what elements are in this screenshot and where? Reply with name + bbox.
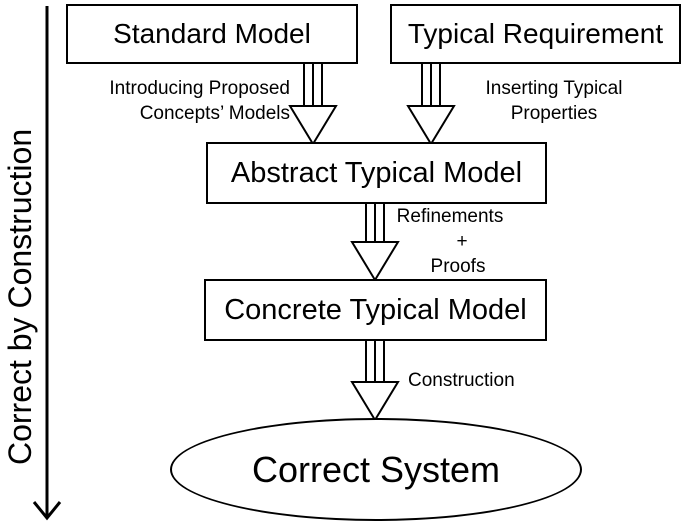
- typical-requirement-label: Typical Requirement: [407, 18, 664, 49]
- typical-requirement-box: Typical Requirement: [390, 4, 681, 64]
- refinements-line-3: Proofs: [430, 256, 486, 277]
- construction-label: Construction: [408, 370, 515, 391]
- inserting-line-2: Properties: [510, 103, 598, 124]
- arrow-requirement-to-abstract: [406, 61, 456, 146]
- introducing-line-2: Concepts’ Models: [139, 103, 290, 124]
- refinements-label: Refinements + Proofs: [388, 204, 512, 279]
- correct-system-ellipse: Correct System: [170, 418, 582, 521]
- standard-model-box: Standard Model: [66, 4, 358, 64]
- introducing-label: Introducing Proposed Concepts’ Models: [62, 76, 290, 126]
- side-label: Correct by Construction: [2, 128, 38, 465]
- inserting-line-1: Inserting Typical: [485, 78, 623, 99]
- refinements-line-1: Refinements: [396, 206, 504, 227]
- abstract-model-box: Abstract Typical Model: [206, 142, 547, 204]
- side-axis-arrow: [32, 6, 62, 521]
- introducing-line-1: Introducing Proposed: [109, 78, 290, 99]
- standard-model-label: Standard Model: [113, 18, 311, 49]
- abstract-model-label: Abstract Typical Model: [230, 156, 523, 189]
- arrow-concrete-to-system: [350, 339, 400, 422]
- arrow-standard-to-abstract: [288, 61, 338, 146]
- concrete-model-box: Concrete Typical Model: [204, 279, 547, 341]
- refinements-line-2: +: [456, 231, 468, 252]
- concrete-model-label: Concrete Typical Model: [224, 293, 527, 326]
- correct-system-label: Correct System: [251, 448, 501, 490]
- inserting-label: Inserting Typical Properties: [464, 76, 644, 126]
